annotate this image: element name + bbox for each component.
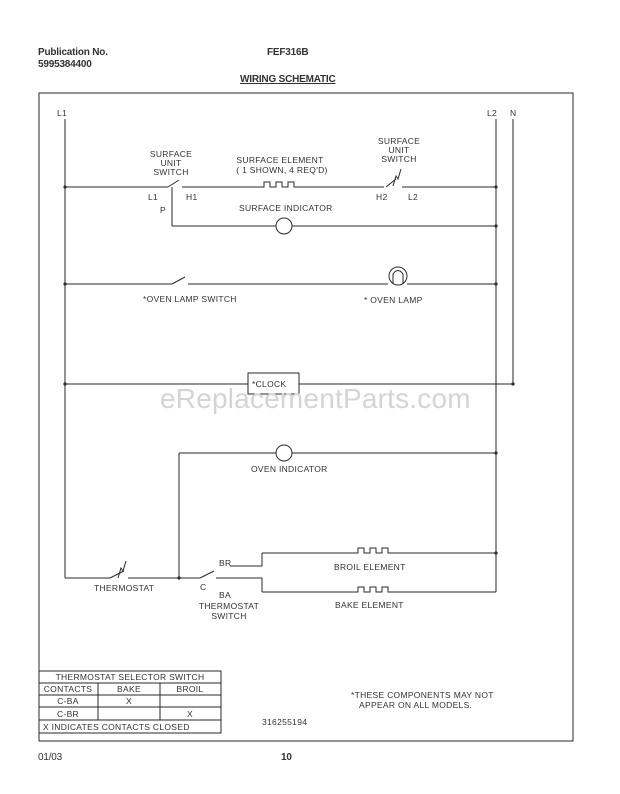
oven-indicator-label: OVEN INDICATOR	[251, 464, 328, 474]
components-note-line-1: *THESE COMPONENTS MAY NOT	[351, 690, 494, 700]
selector-table-title: THERMOSTAT SELECTOR SWITCH	[56, 672, 205, 682]
table-row-cba-contacts: C-BA	[57, 696, 79, 706]
surface-switch-left-label-3: SWITCH	[153, 167, 188, 177]
surface-element-symbol	[258, 181, 300, 188]
bake-element-label: BAKE ELEMENT	[335, 600, 404, 610]
diagram-frame	[38, 92, 574, 742]
surface-element-label-1: SURFACE ELEMENT	[236, 155, 323, 165]
bake-element-symbol	[352, 586, 394, 593]
surface-switch-right-label-3: SWITCH	[381, 154, 416, 164]
footer-date: 01/03	[38, 752, 63, 763]
surface-switch-right-label-1: SURFACE	[378, 136, 420, 146]
c-terminal-label: C	[200, 582, 206, 592]
table-header-bake: BAKE	[117, 684, 141, 694]
part-number: 316255194	[262, 717, 307, 727]
surface-element-label-2: ( 1 SHOWN, 4 REQ'D)	[236, 165, 327, 175]
table-row-cba-bake: X	[126, 696, 132, 706]
table-header-broil: BROIL	[176, 684, 203, 694]
oven-lamp-switch-blade	[171, 276, 186, 285]
footer-page-number: 10	[281, 752, 292, 763]
thermostat-switch-label-1: THERMOSTAT	[199, 601, 259, 611]
n-label: N	[510, 108, 516, 118]
br-terminal-label: BR	[219, 558, 231, 568]
surface-switch-right-bimetal	[392, 168, 402, 187]
h1-terminal-label: H1	[186, 192, 197, 202]
broil-element-symbol	[352, 547, 394, 554]
publication-number: 5995384400	[38, 59, 92, 70]
surface-switch-right-label-2: UNIT	[388, 145, 409, 155]
table-header-contacts: CONTACTS	[44, 684, 93, 694]
selector-table-frame	[38, 670, 222, 734]
oven-lamp-label: * OVEN LAMP	[364, 295, 423, 305]
table-row-cbr-contacts: C-BR	[57, 709, 79, 719]
thermostat-switch-blade	[199, 570, 215, 579]
page-title: WIRING SCHEMATIC	[240, 74, 336, 85]
thermostat-label: THERMOSTAT	[94, 583, 154, 593]
components-note-line-2: APPEAR ON ALL MODELS.	[359, 700, 472, 710]
surface-switch-left-label-2: UNIT	[160, 158, 181, 168]
l1-terminal-label: L1	[148, 192, 158, 202]
surface-indicator-symbol	[275, 217, 293, 235]
l1-label: L1	[57, 108, 67, 118]
oven-lamp-symbol	[388, 266, 408, 286]
oven-indicator-symbol	[275, 444, 293, 462]
h2-terminal-label: H2	[376, 192, 387, 202]
table-row-cbr-broil: X	[187, 709, 193, 719]
publication-label: Publication No.	[38, 47, 108, 58]
selector-table-footer: X INDICATES CONTACTS CLOSED	[43, 722, 190, 732]
thermostat-blade	[109, 570, 125, 579]
thermostat-switch-label-2: SWITCH	[211, 611, 246, 621]
p-terminal-label: P	[160, 205, 166, 215]
ba-terminal-label: BA	[219, 590, 231, 600]
surface-switch-left-label-1: SURFACE	[150, 149, 192, 159]
model-number: FEF316B	[267, 47, 309, 58]
surface-indicator-label: SURFACE INDICATOR	[239, 203, 333, 213]
broil-element-label: BROIL ELEMENT	[334, 562, 406, 572]
l2-label: L2	[487, 108, 497, 118]
oven-lamp-switch-label: *OVEN LAMP SWITCH	[143, 294, 237, 304]
watermark: eReplacementParts.com	[160, 383, 471, 414]
surface-switch-left-blade	[167, 179, 180, 188]
thermostat-bimetal	[117, 560, 127, 579]
clock-label: *CLOCK	[252, 379, 286, 389]
l2-terminal-label: L2	[408, 192, 418, 202]
